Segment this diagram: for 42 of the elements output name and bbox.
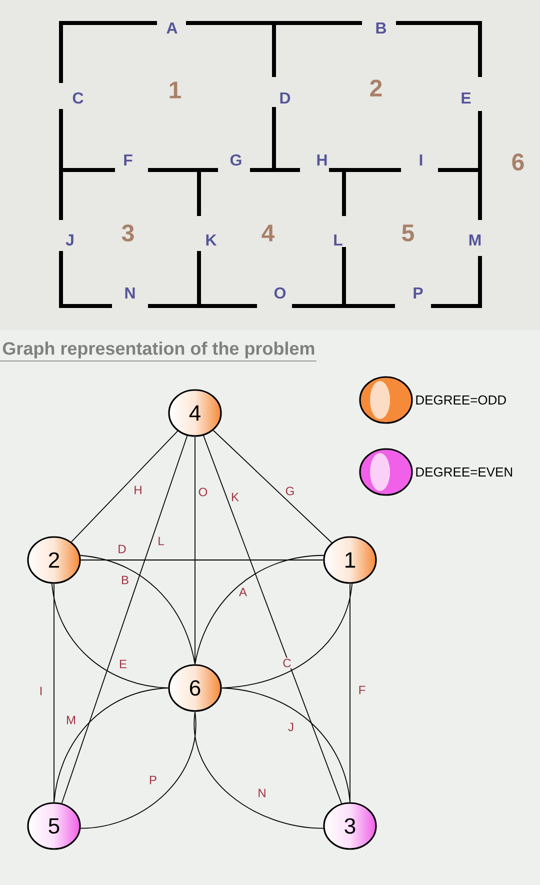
door-letter: N [125, 288, 135, 298]
door-letter: H [317, 154, 327, 166]
edge [203, 435, 342, 804]
edge [70, 430, 178, 542]
room-number: 5 [402, 224, 414, 242]
door-letter: L [334, 234, 342, 246]
legend-text: DEGREE=ODD [416, 395, 506, 405]
door-letter: P [414, 288, 423, 298]
edge [212, 430, 332, 544]
room-number: 3 [122, 224, 134, 242]
edge-label: I [38, 686, 44, 696]
edge [80, 554, 196, 665]
edge-label: C [282, 658, 292, 668]
door-letter: D [280, 92, 290, 104]
room-number: 6 [512, 154, 524, 170]
room-number: 4 [262, 224, 275, 242]
edge-label: D [116, 544, 128, 554]
edge [54, 688, 169, 803]
edge [61, 435, 188, 804]
door-letter: C [72, 92, 84, 104]
edge [194, 554, 324, 665]
edge [194, 711, 324, 829]
edge-label: M [65, 714, 77, 726]
legend-text: DEGREE=EVEN [416, 467, 512, 477]
door-letter: E [462, 92, 471, 104]
heading: Graph representation of the problem [0, 342, 317, 362]
door-letter: I [420, 154, 422, 166]
edge-label: L [156, 536, 166, 546]
door-letter: J [66, 234, 74, 246]
door-letter: K [206, 234, 217, 246]
door-letter: M [469, 234, 481, 246]
room-number: 1 [170, 82, 181, 98]
edge-label: H [132, 484, 144, 496]
door-letter: G [230, 154, 242, 166]
door-letter: F [124, 154, 132, 166]
edge [80, 711, 196, 829]
door-letter: B [376, 22, 386, 34]
door-letter: O [274, 287, 286, 299]
edge-label: N [256, 788, 268, 798]
edge [221, 688, 350, 803]
door-letter: A [166, 22, 178, 34]
room-number: 2 [370, 80, 382, 96]
